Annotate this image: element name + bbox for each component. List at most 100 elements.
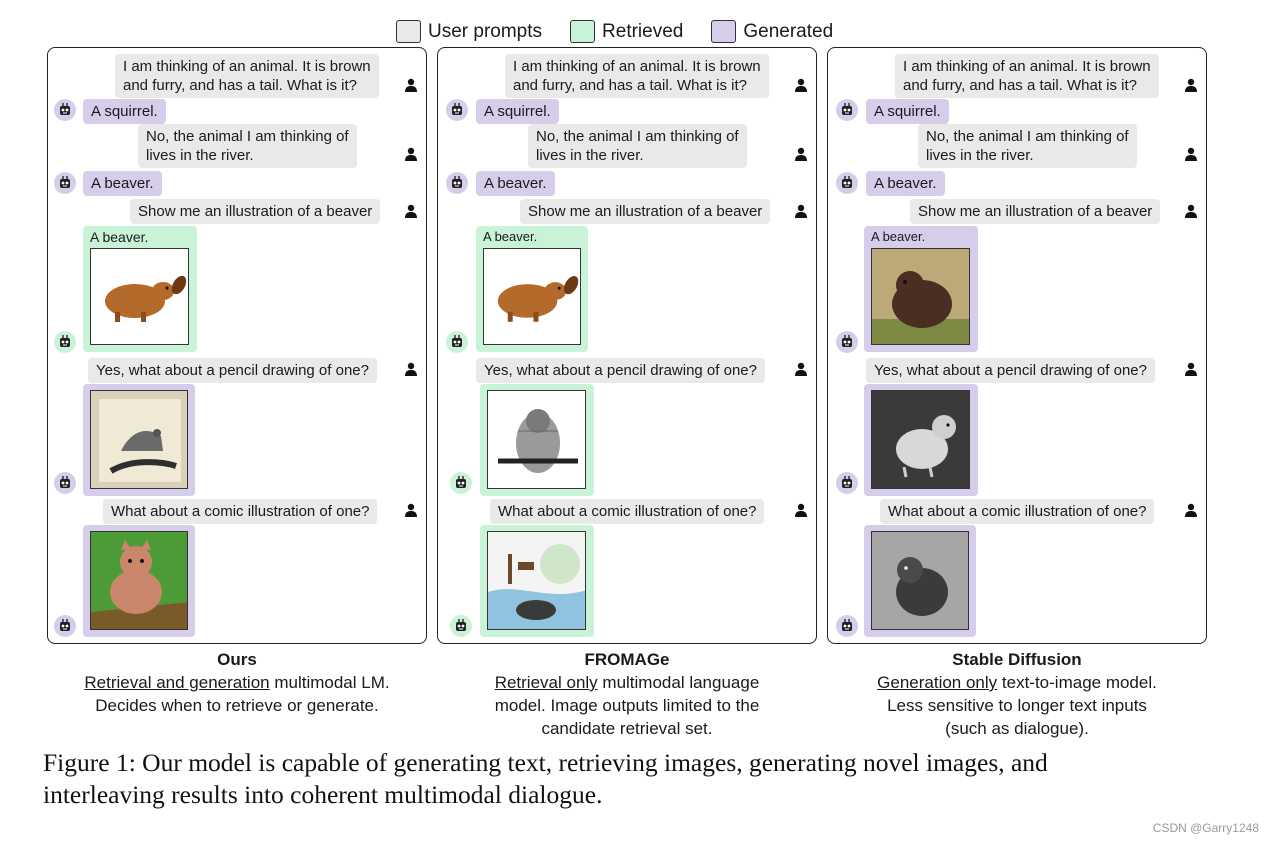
bot-icon bbox=[54, 99, 76, 121]
image-caption: A beaver. bbox=[483, 229, 538, 244]
model-message: A squirrel. bbox=[83, 99, 166, 124]
message-line: lives in the river. bbox=[536, 147, 644, 164]
user-message: Show me an illustration of a beaver bbox=[910, 199, 1161, 224]
person-icon bbox=[1184, 503, 1198, 517]
user-message: I am thinking of an animal. It is brown … bbox=[895, 54, 1159, 98]
bot-icon bbox=[446, 172, 468, 194]
bot-icon bbox=[836, 99, 858, 121]
model-message: A squirrel. bbox=[476, 99, 559, 124]
user-message: No, the animal I am thinking of lives in… bbox=[918, 124, 1137, 168]
message-line: I am thinking of an animal. It is brown bbox=[123, 58, 371, 75]
panel-stable-diffusion: I am thinking of an animal. It is brown … bbox=[827, 47, 1207, 644]
legend-item-retrieved: Retrieved bbox=[570, 20, 683, 43]
generated-image-card bbox=[864, 525, 976, 637]
comic-illustration-image bbox=[90, 531, 188, 630]
legend-item-user: User prompts bbox=[396, 20, 542, 43]
user-message: What about a comic illustration of one? bbox=[103, 499, 378, 524]
message-line: and furry, and has a tail. What is it? bbox=[903, 77, 1138, 94]
panel-desc-rest: text-to-image model. bbox=[997, 673, 1157, 692]
panel-desc-sd-line3: (such as dialogue). bbox=[945, 719, 1089, 738]
beaver-cartoon-image bbox=[483, 248, 581, 345]
retrieved-image-card: A beaver. bbox=[476, 226, 588, 352]
panel-title-ours: Ours bbox=[217, 650, 257, 669]
message-line: and furry, and has a tail. What is it? bbox=[513, 77, 748, 94]
person-icon bbox=[404, 147, 418, 161]
user-message: Yes, what about a pencil drawing of one? bbox=[476, 358, 765, 383]
bot-icon bbox=[54, 472, 76, 494]
person-icon bbox=[404, 204, 418, 218]
person-icon bbox=[1184, 204, 1198, 218]
message-line: I am thinking of an animal. It is brown bbox=[903, 58, 1151, 75]
generated-image-card bbox=[83, 525, 195, 637]
beaver-cartoon-image bbox=[90, 248, 189, 345]
person-icon bbox=[794, 78, 808, 92]
bot-icon bbox=[836, 331, 858, 353]
legend-label-generated: Generated bbox=[743, 20, 834, 42]
panel-desc-underlined: Retrieval and generation bbox=[84, 673, 270, 692]
user-message: Yes, what about a pencil drawing of one? bbox=[866, 358, 1155, 383]
panel-title-fromage: FROMAGe bbox=[584, 650, 670, 669]
bot-icon bbox=[446, 331, 468, 353]
pencil-drawing-image bbox=[487, 390, 586, 489]
person-icon bbox=[404, 503, 418, 517]
model-message: A beaver. bbox=[83, 171, 162, 196]
image-caption: A beaver. bbox=[90, 229, 149, 245]
person-icon bbox=[1184, 362, 1198, 376]
person-icon bbox=[404, 78, 418, 92]
pencil-drawing-image bbox=[871, 390, 970, 489]
user-message: No, the animal I am thinking of lives in… bbox=[528, 124, 747, 168]
person-icon bbox=[794, 147, 808, 161]
person-icon bbox=[404, 362, 418, 376]
user-message: Show me an illustration of a beaver bbox=[130, 199, 381, 224]
legend-swatch-user bbox=[396, 20, 421, 43]
legend-label-user: User prompts bbox=[428, 20, 543, 42]
message-line: lives in the river. bbox=[146, 147, 254, 164]
model-message: A squirrel. bbox=[866, 99, 949, 124]
person-icon bbox=[1184, 147, 1198, 161]
panel-title-stable-diffusion: Stable Diffusion bbox=[952, 650, 1082, 669]
panel-desc-underlined: Retrieval only bbox=[494, 673, 598, 692]
legend: User prompts Retrieved Generated bbox=[396, 20, 861, 43]
bot-icon bbox=[54, 615, 76, 637]
user-message: No, the animal I am thinking of lives in… bbox=[138, 124, 357, 168]
message-line: No, the animal I am thinking of bbox=[146, 128, 349, 145]
panel-desc-fromage-line2: model. Image outputs limited to the bbox=[494, 696, 760, 715]
person-icon bbox=[794, 362, 808, 376]
generated-beaver-image bbox=[871, 248, 970, 345]
panel-desc-fromage-line3: candidate retrieval set. bbox=[541, 719, 713, 738]
figure-caption-line2: interleaving results into coherent multi… bbox=[43, 780, 603, 809]
bot-icon bbox=[836, 615, 858, 637]
figure-caption-line1: Figure 1: Our model is capable of genera… bbox=[43, 748, 1048, 777]
panel-desc-ours-line1: Retrieval and generation multimodal LM. bbox=[47, 673, 427, 693]
pencil-drawing-image bbox=[90, 390, 188, 489]
generated-image-card bbox=[83, 384, 195, 496]
panel-ours: I am thinking of an animal. It is brown … bbox=[47, 47, 427, 644]
image-caption: A beaver. bbox=[871, 229, 926, 244]
panel-desc-underlined: Generation only bbox=[877, 673, 998, 692]
retrieved-image-card: A beaver. bbox=[83, 226, 197, 352]
user-message: I am thinking of an animal. It is brown … bbox=[115, 54, 379, 98]
user-message: Yes, what about a pencil drawing of one? bbox=[88, 358, 377, 383]
bot-icon bbox=[446, 99, 468, 121]
legend-swatch-retrieved bbox=[570, 20, 596, 43]
message-line: No, the animal I am thinking of bbox=[926, 128, 1129, 145]
legend-swatch-generated bbox=[711, 20, 737, 43]
retrieved-image-card bbox=[480, 384, 594, 496]
user-message: Show me an illustration of a beaver bbox=[520, 199, 771, 224]
panel-desc-rest: multimodal language bbox=[597, 673, 760, 692]
bot-icon bbox=[836, 172, 858, 194]
message-line: and furry, and has a tail. What is it? bbox=[123, 77, 358, 94]
retrieved-image-card bbox=[480, 525, 594, 637]
model-message: A beaver. bbox=[476, 171, 555, 196]
person-icon bbox=[794, 204, 808, 218]
message-line: No, the animal I am thinking of bbox=[536, 128, 739, 145]
comic-illustration-image bbox=[871, 531, 969, 630]
message-line: lives in the river. bbox=[926, 147, 1034, 164]
panel-desc-rest: multimodal LM. bbox=[269, 673, 390, 692]
bot-icon bbox=[836, 472, 858, 494]
bot-icon bbox=[54, 331, 76, 353]
panel-desc-ours-line2: Decides when to retrieve or generate. bbox=[95, 696, 379, 715]
model-message: A beaver. bbox=[866, 171, 945, 196]
panel-desc-fromage-line1: Retrieval only multimodal language bbox=[477, 673, 777, 693]
person-icon bbox=[794, 503, 808, 517]
